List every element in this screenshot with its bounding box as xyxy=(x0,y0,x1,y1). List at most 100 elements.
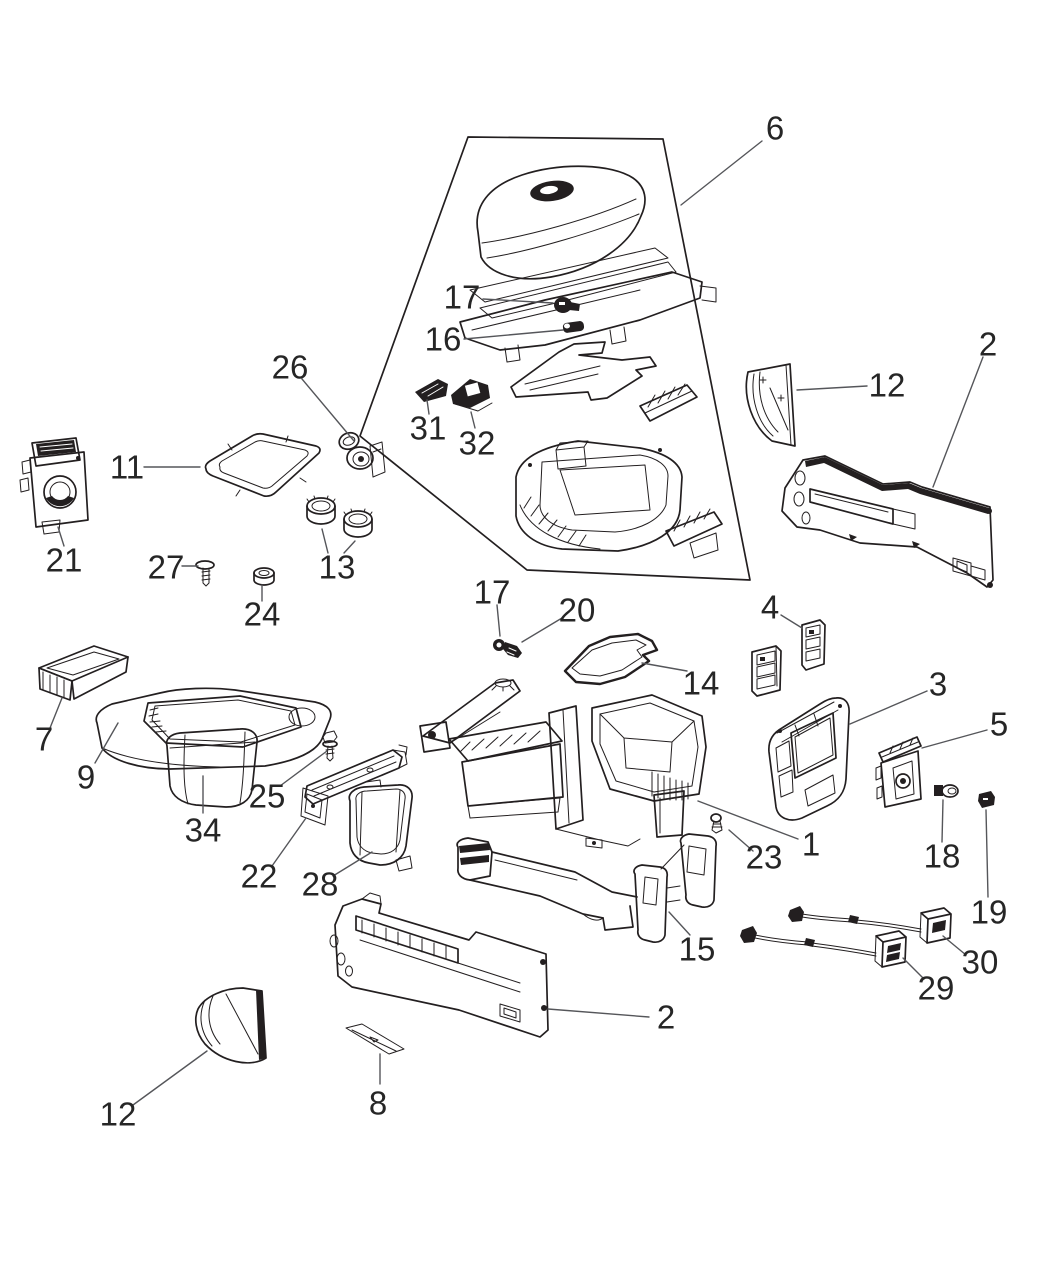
leader-28 xyxy=(332,851,373,877)
part-31-bracket xyxy=(415,379,448,402)
part-28-cup-bin xyxy=(348,779,413,872)
part-29-harness xyxy=(740,926,907,968)
part-6-assembly-boundary xyxy=(359,136,751,581)
leader-19 xyxy=(985,809,989,898)
callout-27: 27 xyxy=(148,549,185,586)
callout-16: 16 xyxy=(425,321,462,358)
part-15-floor-duct xyxy=(456,833,718,944)
callout-12-upper: 12 xyxy=(869,367,906,404)
part-19-grommet xyxy=(978,791,995,808)
part-hinge-rib-lower xyxy=(665,508,723,559)
leader-9 xyxy=(94,722,119,764)
part-2-side-panel-upper xyxy=(781,455,994,588)
callout-30: 30 xyxy=(962,944,999,981)
leader-lines xyxy=(49,140,989,1106)
part-armrest-lid xyxy=(459,165,717,363)
callout-7: 7 xyxy=(35,721,53,758)
part-1-console-body xyxy=(419,679,707,849)
leader-17-console xyxy=(496,604,501,637)
callout-28: 28 xyxy=(302,866,339,903)
part-32-bracket xyxy=(451,379,493,412)
part-13-knobs xyxy=(306,495,373,538)
callout-29: 29 xyxy=(918,970,955,1007)
part-18-bulb xyxy=(934,784,959,798)
leader-21 xyxy=(57,526,65,547)
callout-1: 1 xyxy=(802,826,820,863)
callout-18: 18 xyxy=(924,838,961,875)
part-3-rear-trim-panel xyxy=(768,697,850,821)
callout-13: 13 xyxy=(319,549,356,586)
leader-20 xyxy=(521,617,563,643)
part-4-switch-modules xyxy=(751,619,826,697)
part-14-console-mat xyxy=(563,632,659,686)
leader-13b xyxy=(343,540,356,554)
leader-15 xyxy=(668,911,691,936)
leader-17-upper xyxy=(482,298,554,304)
callout-20: 20 xyxy=(559,592,596,629)
leader-2-upper xyxy=(932,356,984,488)
callout-labels: 6 17 16 26 31 32 12 2 11 21 27 13 24 17 … xyxy=(35,110,1008,1133)
part-12-trim-upper xyxy=(745,363,796,447)
callout-11: 11 xyxy=(110,449,144,486)
callout-2-lower: 2 xyxy=(657,999,675,1036)
callout-17-upper: 17 xyxy=(444,279,481,316)
callout-24: 24 xyxy=(244,596,281,633)
part-5-bracket xyxy=(875,736,922,808)
part-25-screw xyxy=(322,730,338,762)
leader-29 xyxy=(902,957,925,980)
part-24-nut xyxy=(253,567,275,586)
part-27-screw xyxy=(195,560,215,587)
part-30-harness xyxy=(788,906,952,944)
callout-3: 3 xyxy=(929,666,947,703)
part-23-screw xyxy=(710,813,723,834)
leader-22 xyxy=(271,817,307,867)
callout-17-console: 17 xyxy=(474,574,511,611)
callout-32: 32 xyxy=(459,425,496,462)
leader-18 xyxy=(941,799,944,843)
part-11-bezel xyxy=(204,432,321,498)
callout-4: 4 xyxy=(761,589,779,626)
callout-9: 9 xyxy=(77,759,95,796)
leader-31 xyxy=(426,399,430,415)
part-17-20-fasteners xyxy=(491,639,522,692)
callout-12-lower: 12 xyxy=(100,1096,137,1133)
leader-32 xyxy=(470,411,476,429)
leader-12-upper xyxy=(796,385,868,391)
part-lid-liner-plate xyxy=(510,341,657,401)
part-12-trim-lower xyxy=(194,987,267,1064)
leader-1 xyxy=(697,800,799,840)
part-armrest-base xyxy=(515,440,683,552)
leader-23 xyxy=(728,829,754,852)
callout-31: 31 xyxy=(410,410,447,447)
part-16-pin xyxy=(562,321,585,333)
part-21-switch-module xyxy=(19,437,89,535)
leader-6 xyxy=(680,140,763,206)
callout-19: 19 xyxy=(971,894,1008,931)
callout-2-upper: 2 xyxy=(979,326,997,363)
leader-25 xyxy=(279,750,328,787)
part-17-clip-upper xyxy=(554,297,580,313)
callout-8: 8 xyxy=(369,1085,387,1122)
part-9-top-panel xyxy=(95,687,332,770)
callout-21: 21 xyxy=(46,542,83,579)
callout-25: 25 xyxy=(249,778,286,815)
leader-13a xyxy=(321,528,329,554)
leader-14 xyxy=(641,662,688,672)
leader-26 xyxy=(301,378,355,442)
callout-34: 34 xyxy=(185,812,222,849)
part-hinge-rib-upper xyxy=(639,383,698,422)
part-26-power-outlet xyxy=(338,431,386,478)
callout-22: 22 xyxy=(241,858,278,895)
callout-23: 23 xyxy=(746,839,783,876)
leader-30 xyxy=(942,935,967,956)
part-2-side-panel-lower xyxy=(329,892,549,1038)
leader-5 xyxy=(921,729,988,749)
part-7-tray xyxy=(38,645,129,701)
callout-26: 26 xyxy=(272,349,309,386)
leader-12-lower xyxy=(132,1050,208,1106)
callout-6: 6 xyxy=(766,110,784,147)
callout-5: 5 xyxy=(990,706,1008,743)
part-22-bracket xyxy=(300,744,408,826)
callout-15: 15 xyxy=(679,931,716,968)
